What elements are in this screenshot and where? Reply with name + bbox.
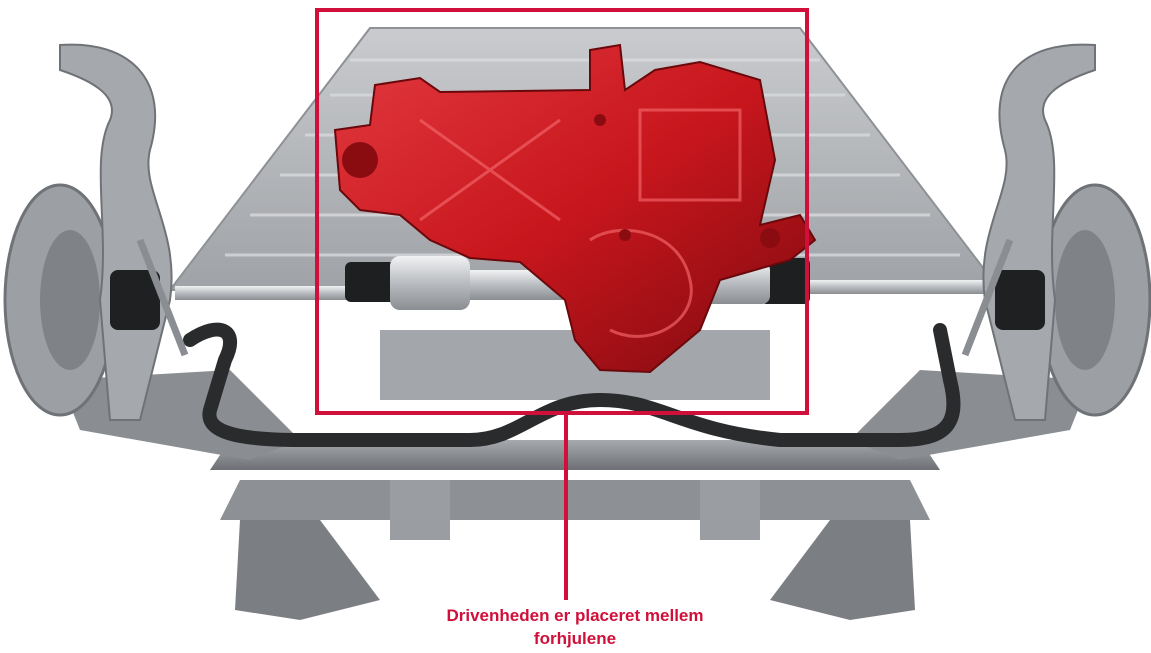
right-wheel-assembly — [961, 43, 1151, 421]
stabilizer-bar — [183, 322, 961, 447]
left-wheel-assembly — [3, 43, 189, 421]
caption: Drivenheden er placeret mellem forhjulen… — [330, 604, 820, 650]
drive-unit — [333, 43, 817, 374]
left-axle — [175, 256, 580, 310]
drive-unit-highlight — [315, 8, 809, 600]
caption-line-1: Drivenheden er placeret mellem — [446, 606, 704, 625]
caption-line-2: forhjulene — [533, 629, 617, 648]
